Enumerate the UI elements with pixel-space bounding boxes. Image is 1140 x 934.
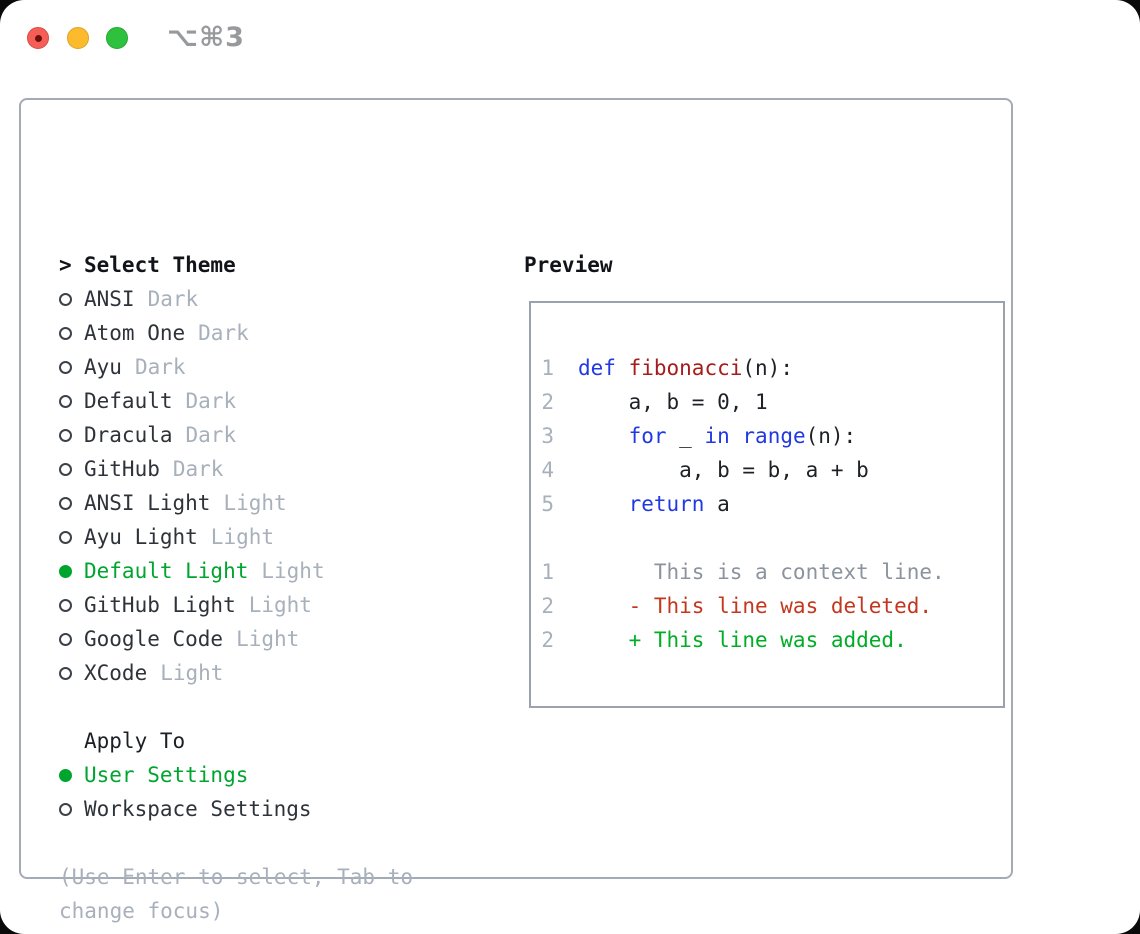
blank-line xyxy=(541,521,1003,555)
select-theme-header: > Select Theme xyxy=(59,248,325,282)
close-button[interactable] xyxy=(27,27,49,49)
zoom-button[interactable] xyxy=(106,27,128,49)
apply-option[interactable]: Workspace Settings xyxy=(59,792,312,826)
minimize-button[interactable] xyxy=(67,27,89,49)
preview-line: 4 a, b = b, a + b xyxy=(541,453,1003,487)
theme-option[interactable]: Atom One Dark xyxy=(59,316,325,350)
option-label: Workspace Settings xyxy=(84,797,312,821)
code-text: + This line was added. xyxy=(578,628,907,652)
preview-title: Preview xyxy=(524,253,613,277)
variant-badge: Light xyxy=(223,491,287,515)
option-label: User Settings xyxy=(84,763,249,787)
radio-unselected-icon xyxy=(59,598,72,612)
preview-line: 3 for _ in range(n): xyxy=(541,419,1003,453)
line-number: 2 xyxy=(541,594,554,618)
variant-badge: Dark xyxy=(198,321,249,345)
line-number: 1 xyxy=(541,356,554,380)
variant-badge: Dark xyxy=(134,355,186,379)
preview-line: 2 + This line was added. xyxy=(541,623,1003,657)
variant-badge: Dark xyxy=(185,423,237,447)
radio-unselected-icon xyxy=(59,530,72,544)
radio-unselected-icon xyxy=(59,394,72,408)
radio-selected-icon xyxy=(59,564,72,578)
variant-badge: Dark xyxy=(185,389,237,413)
option-label: ANSI xyxy=(84,287,135,311)
line-number: 5 xyxy=(541,492,554,516)
preview-line: 2 - This line was deleted. xyxy=(541,589,1003,623)
theme-option[interactable]: Dracula Dark xyxy=(59,418,325,452)
selection-cursor-icon: > xyxy=(59,253,72,277)
theme-option[interactable]: Default Dark xyxy=(59,384,325,418)
code-text: for _ in range(n): xyxy=(628,424,857,448)
theme-option[interactable]: Ayu Light Light xyxy=(59,520,325,554)
window-shortcut-label: ⌥⌘3 xyxy=(167,22,245,53)
variant-badge: Light xyxy=(261,559,325,583)
code-text: This is a context line. xyxy=(578,560,945,584)
hint-text: (Use Enter to select, Tab to change focu… xyxy=(59,865,414,923)
option-label: Atom One xyxy=(84,321,186,345)
preview-line: 1 This is a context line. xyxy=(541,555,1003,589)
option-label: Ayu xyxy=(84,355,122,379)
radio-selected-icon xyxy=(59,768,72,782)
theme-option[interactable]: Default Light Light xyxy=(59,554,325,588)
theme-option[interactable]: GitHub Light Light xyxy=(59,588,325,622)
radio-unselected-icon xyxy=(59,428,72,442)
theme-option[interactable]: Ayu Dark xyxy=(59,350,325,384)
theme-option[interactable]: Google Code Light xyxy=(59,622,325,656)
variant-badge: Light xyxy=(210,525,275,549)
code-text: a, b = b, a + b xyxy=(578,458,869,482)
code-text: return a xyxy=(628,492,730,516)
option-label: GitHub xyxy=(84,457,160,481)
radio-unselected-icon xyxy=(59,632,72,646)
theme-option[interactable]: ANSI Light Light xyxy=(59,486,325,520)
radio-unselected-icon xyxy=(59,802,72,816)
radio-unselected-icon xyxy=(59,666,72,680)
code-text: - This line was deleted. xyxy=(578,594,933,618)
preview-line: 1 def fibonacci(n): xyxy=(541,351,1003,385)
radio-unselected-icon xyxy=(59,326,72,340)
preview-line: 5 return a xyxy=(541,487,1003,521)
variant-badge: Light xyxy=(248,593,312,617)
radio-unselected-icon xyxy=(59,360,72,374)
apply-to-header: Apply To xyxy=(84,729,186,753)
option-label: Default Light xyxy=(84,559,249,583)
variant-badge: Light xyxy=(160,661,224,685)
radio-unselected-icon xyxy=(59,496,72,510)
variant-badge: Dark xyxy=(147,287,199,311)
line-number: 3 xyxy=(541,424,554,448)
line-number: 1 xyxy=(541,560,554,584)
code-text: def fibonacci(n): xyxy=(578,356,793,380)
option-label: ANSI Light xyxy=(84,491,211,515)
option-label: XCode xyxy=(84,661,148,685)
radio-unselected-icon xyxy=(59,292,72,306)
radio-unselected-icon xyxy=(59,462,72,476)
option-label: Ayu Light xyxy=(84,525,198,549)
line-number: 2 xyxy=(541,390,554,414)
apply-option[interactable]: User Settings xyxy=(59,758,312,792)
variant-badge: Dark xyxy=(172,457,224,481)
option-label: Dracula xyxy=(84,423,173,447)
select-theme-label: Select Theme xyxy=(84,253,236,277)
variant-badge: Light xyxy=(236,627,300,651)
theme-option[interactable]: ANSI Dark xyxy=(59,282,325,316)
code-text: a, b = 0, 1 xyxy=(578,390,768,414)
theme-option[interactable]: XCode Light xyxy=(59,656,325,690)
option-label: Default xyxy=(84,389,173,413)
close-dot-icon xyxy=(35,35,42,42)
option-label: Google Code xyxy=(84,627,224,651)
theme-option[interactable]: GitHub Dark xyxy=(59,452,325,486)
titlebar: ⌥⌘3 xyxy=(0,0,1140,76)
option-label: GitHub Light xyxy=(84,593,236,617)
line-number: 4 xyxy=(541,458,554,482)
line-number: 2 xyxy=(541,628,554,652)
preview-line: 2 a, b = 0, 1 xyxy=(541,385,1003,419)
